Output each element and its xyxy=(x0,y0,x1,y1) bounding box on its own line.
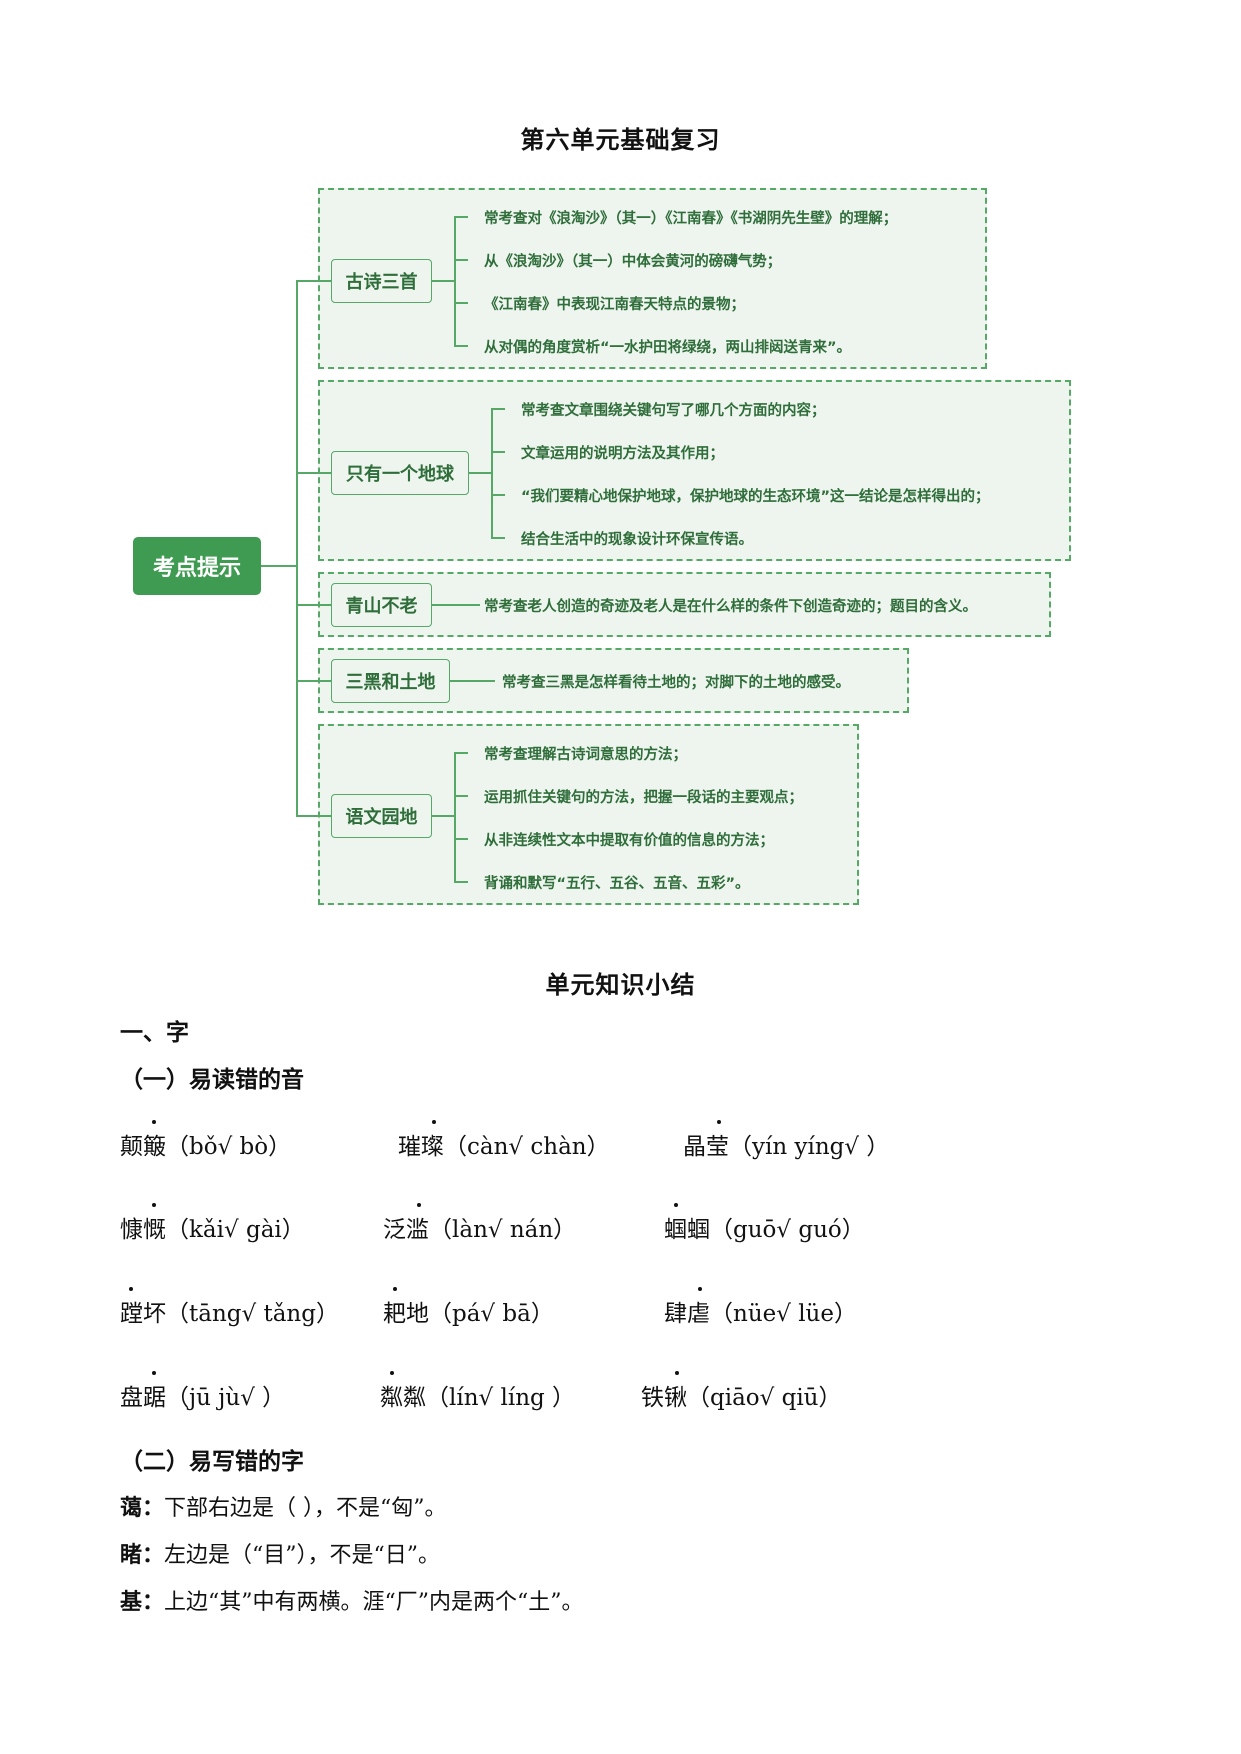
page-title: 第六单元基础复习 xyxy=(520,126,721,154)
section-heading: 一、字 xyxy=(120,1019,189,1046)
subsection-heading-1: （一）易读错的音 xyxy=(120,1066,304,1093)
summary-title: 单元知识小结 xyxy=(545,971,696,999)
writing-item: 基：上边“其”中有两横。涯“厂”内是两个“土”。 xyxy=(120,1584,584,1616)
writing-item: 睹：左边是（“目”），不是“日”。 xyxy=(120,1537,440,1569)
topic-earth: 只有一个地球 xyxy=(331,451,469,495)
writing-char: 基： xyxy=(120,1589,165,1615)
pinyin-item: 粼粼（lín√ líng ） xyxy=(380,1385,576,1411)
leaf-5-2: 运用抓住关键句的方法，把握一段话的主要观点； xyxy=(484,790,803,806)
pinyin-item: 铁锹（qiāo√ qiū） xyxy=(641,1385,842,1411)
leaf-1-1: 常考查对《浪淘沙》（其一）《江南春》《书湖阴先生壁》的理解； xyxy=(484,211,898,227)
pinyin-item: 蝈蝈（guō√ guó） xyxy=(664,1217,865,1243)
pinyin-item: 慷慨（kǎi√ gài） xyxy=(120,1217,305,1243)
pinyin-item: 泛滥（làn√ nán） xyxy=(383,1217,577,1243)
leaf-2-1: 常考查文章围绕关键句写了哪几个方面的内容； xyxy=(521,403,826,419)
leaf-1-2: 从《浪淘沙》（其一）中体会黄河的磅礴气势； xyxy=(484,254,782,270)
pinyin-item: 肆虐（nüe√ lüe） xyxy=(664,1301,857,1327)
leaf-5-4: 背诵和默写“五行、五谷、五音、五彩”。 xyxy=(484,876,750,892)
leaf-2-3: “我们要精心地保护地球，保护地球的生态环境”这一结论是怎样得出的； xyxy=(521,489,990,505)
pinyin-item: 颠簸（bǒ√ bò） xyxy=(120,1134,292,1160)
pinyin-item: 晶莹（yín yíng√ ） xyxy=(683,1134,890,1160)
leaf-1-3: 《江南春》中表现江南春天特点的景物； xyxy=(484,297,745,313)
writing-char: 睹： xyxy=(120,1542,165,1568)
mindmap-root: 考点提示 xyxy=(133,537,261,595)
leaf-1-4: 从对偶的角度赏析“一水护田将绿绕，两山排闼送青来”。 xyxy=(484,340,852,356)
leaf-5-3: 从非连续性文本中提取有价值的信息的方法； xyxy=(484,833,774,849)
topic-gushi: 古诗三首 xyxy=(331,259,432,303)
leaf-5-1: 常考查理解古诗词意思的方法； xyxy=(484,747,687,763)
leaf-3-1: 常考查老人创造的奇迹及老人是在什么样的条件下创造奇迹的；题目的含义。 xyxy=(484,599,977,615)
writing-char: 蔼： xyxy=(120,1495,165,1521)
pinyin-item: 耙地（pá√ bā） xyxy=(383,1301,554,1327)
topic-qingshan: 青山不老 xyxy=(331,583,432,627)
topic-yuwen: 语文园地 xyxy=(331,794,432,838)
leaf-2-2: 文章运用的说明方法及其作用； xyxy=(521,446,724,462)
pinyin-item: 蹚坏（tāng√ tǎng） xyxy=(120,1301,339,1327)
pinyin-item: 璀璨（càn√ chàn） xyxy=(398,1134,610,1160)
writing-text: 左边是（“目”），不是“日”。 xyxy=(164,1543,441,1568)
leaf-4-1: 常考查三黑是怎样看待土地的；对脚下的土地的感受。 xyxy=(502,675,850,691)
writing-text: 上边“其”中有两横。涯“厂”内是两个“土”。 xyxy=(164,1590,584,1615)
leaf-2-4: 结合生活中的现象设计环保宣传语。 xyxy=(521,532,753,548)
subsection-heading-2: （二）易写错的字 xyxy=(120,1448,304,1475)
pinyin-item: 盘踞（jū jù√ ） xyxy=(120,1385,286,1411)
topic-sanhei: 三黑和土地 xyxy=(331,659,450,703)
writing-item: 蔼：下部右边是（ ），不是“匈”。 xyxy=(120,1490,447,1522)
writing-text: 下部右边是（ ），不是“匈”。 xyxy=(164,1496,447,1521)
